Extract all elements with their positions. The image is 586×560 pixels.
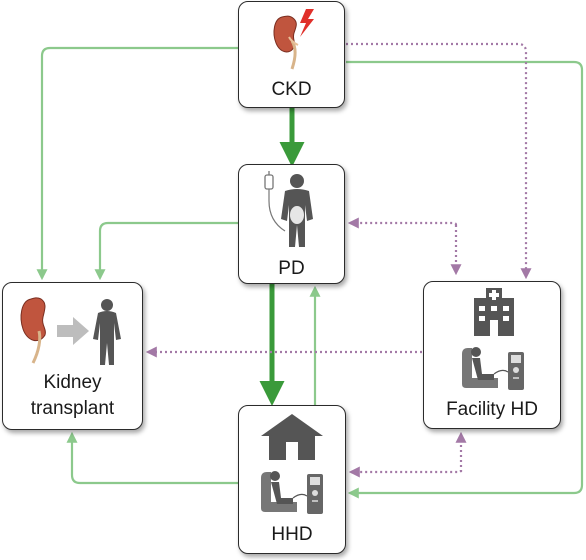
arrow-pd-to-transplant	[94, 221, 238, 281]
kidney-transplant-node: Kidney transplant	[2, 282, 143, 430]
peritoneal-dialysis-patient-icon	[264, 171, 313, 247]
facility-hd-node: Facility HD	[423, 281, 561, 429]
arrow-hhd-to-transplant	[66, 431, 238, 485]
arrow-ckd-to-hhd	[346, 60, 584, 499]
home-dialysis-icon	[261, 471, 323, 514]
pd-label: PD	[278, 258, 305, 279]
arrow-facility-hd-pd	[347, 217, 458, 229]
arrow-ckd-to-facility-hd	[346, 42, 532, 280]
ckd-node: CKD	[238, 1, 345, 108]
pd-node: PD	[238, 164, 345, 284]
transplant-label-line1: Kidney	[43, 372, 102, 393]
hhd-label: HHD	[271, 524, 313, 545]
hhd-node: HHD	[238, 405, 346, 554]
damaged-kidney-icon	[273, 9, 314, 70]
arrow-ckd-to-transplant	[36, 46, 238, 281]
in-center-dialysis-icon	[462, 347, 524, 390]
hospital-building-icon	[474, 288, 514, 336]
facility-hd-label: Facility HD	[446, 399, 538, 420]
ckd-label: CKD	[271, 79, 312, 100]
transplant-label-line2: transplant	[30, 398, 115, 419]
kidney-transplant-icon	[20, 297, 121, 365]
arrow-facility-hd-hhd	[348, 466, 463, 478]
home-icon	[261, 414, 323, 460]
